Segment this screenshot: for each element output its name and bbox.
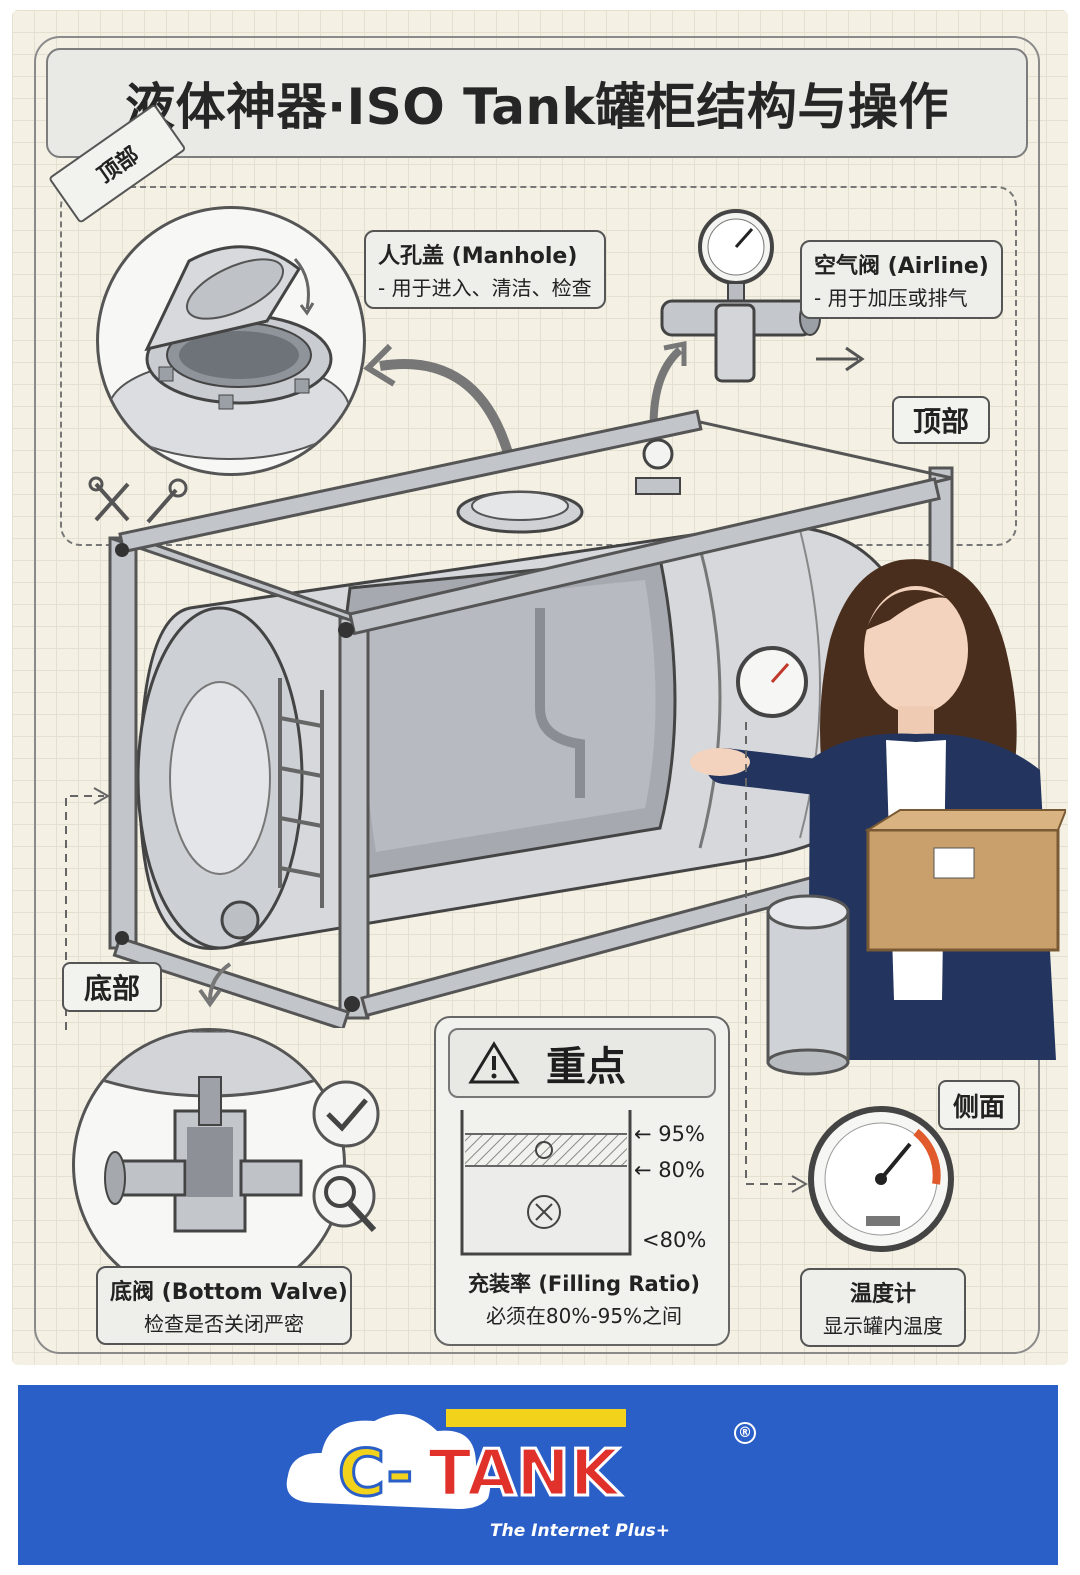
thermometer-gauge-icon [808,1106,954,1252]
c-tank-logo: C- TANK [282,1409,626,1514]
manhole-illustration [108,245,350,460]
thermometer-desc: 显示罐内温度 [823,1314,943,1338]
brand-tagline: The Internet Plus+ [490,1521,671,1541]
airline-desc: - 用于加压或排气 [814,286,968,310]
manhole-detail-circle [96,206,366,476]
manhole-pointer-arrow-icon [363,343,515,462]
key-points-header: 重点 [448,1028,716,1098]
thermometer-title: 温度计 [849,1282,916,1307]
bottom-down-arrow-icon [198,962,232,1008]
page-title: 液体神器·ISO Tank罐柜结构与操作 [125,78,949,136]
level-95: ← 95% [634,1122,705,1146]
warning-icon [468,1041,520,1084]
logo-right-text: TANK [428,1437,622,1511]
registered-mark: ® [734,1422,756,1444]
section-tag-bottom: 底部 [62,962,162,1012]
airline-arrow-icon [816,346,865,372]
cylinder-illustration [766,894,850,1076]
bottom-valve-illustration [75,1031,343,1233]
tools-icon [88,476,188,524]
filling-ratio-title: 充装率 (Filling Ratio) [468,1272,700,1296]
section-tag-side: 侧面 [938,1080,1020,1130]
section-tag-top: 顶部 [892,396,990,444]
level-80: ← 80% [634,1158,705,1182]
brand-banner: C- TANK The Internet Plus+ [18,1385,1058,1565]
top-section-outline [60,186,1017,546]
level-below-80: <80% [642,1228,707,1252]
manhole-desc: - 用于进入、清洁、检查 [378,276,592,300]
bottom-valve-desc: 检查是否关闭严密 [144,1312,304,1336]
thermometer-label: 温度计 显示罐内温度 [800,1268,966,1347]
key-points-heading: 重点 [546,1044,626,1090]
key-points-panel: 重点 ← 95% ← 80% <80% 充装率 (Filling Ratio) … [434,1016,730,1346]
bottom-valve-detail-circle [72,1028,346,1302]
bottom-valve-label: 底阀 (Bottom Valve) 检查是否关闭严密 [96,1266,352,1345]
airline-valve-illustration [660,209,821,383]
fill-level-diagram [460,1110,632,1256]
logo-left-text: C- [338,1437,413,1511]
check-and-search-icons [312,1080,380,1233]
logo-t-bar [446,1409,626,1427]
bottom-connector-line [65,787,111,1030]
bottom-valve-title: 底阀 (Bottom Valve) [110,1280,348,1305]
presenter-figure [690,559,1066,1060]
manhole-label: 人孔盖 (Manhole) - 用于进入、清洁、检查 [364,230,606,309]
airline-label: 空气阀 (Airline) - 用于加压或排气 [800,240,1003,319]
iso-tank-illustration [108,409,954,1028]
poster-frame [34,36,1040,1354]
title-banner: 液体神器·ISO Tank罐柜结构与操作 [46,48,1028,158]
filling-ratio-desc: 必须在80%-95%之间 [485,1304,683,1328]
side-connector-line [745,722,809,1193]
airline-title: 空气阀 (Airline) [814,254,989,279]
manhole-title: 人孔盖 (Manhole) [378,244,578,269]
cloud-icon [282,1410,495,1514]
